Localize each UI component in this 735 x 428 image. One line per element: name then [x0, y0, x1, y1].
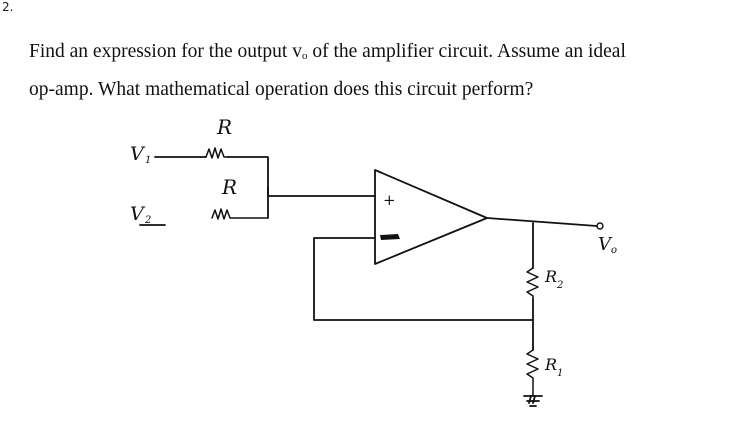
output-vo-subscript: o — [611, 245, 617, 256]
resistor-bottom-symbol — [211, 208, 269, 220]
output-wire — [486, 217, 598, 227]
resistor-r1-subscript: 1 — [557, 368, 563, 379]
vo-subscript: o — [301, 50, 308, 62]
resistor-r1-label: R — [544, 355, 557, 374]
feedback-loop-wire — [313, 237, 534, 321]
input-v1-label: V — [130, 143, 146, 165]
question-line-1: Find an expression for the output vo of … — [29, 35, 729, 73]
summing-node-wire — [267, 186, 376, 197]
op-amp-triangle — [374, 169, 488, 265]
resistor-top-label: R — [216, 115, 232, 139]
ground-icon — [523, 395, 543, 407]
output-terminal — [596, 222, 604, 230]
problem-number: 2. — [2, 0, 14, 14]
output-vo-label: V — [598, 234, 613, 255]
input-v1-subscript: 1 — [145, 155, 151, 166]
question-text: Find an expression for the output vo of … — [29, 35, 729, 106]
resistor-r2-subscript: 2 — [556, 280, 563, 291]
question-line-2: op-amp. What mathematical operation does… — [29, 79, 534, 100]
input-v2-subscript: 2 — [144, 215, 151, 226]
question-line-1-end: of the amplifier circuit. Assume an idea… — [307, 41, 626, 62]
resistor-r1-symbol — [526, 349, 539, 396]
resistor-r2-label: R — [544, 267, 557, 286]
op-amp-minus-mark — [380, 234, 400, 240]
input-v2-label: V — [130, 203, 146, 225]
resistor-r2-symbol — [526, 267, 539, 300]
op-amp-plus-sign: + — [383, 191, 396, 209]
question-line-1-start: Find an expression for the output v — [29, 41, 302, 62]
resistor-top-wire — [226, 156, 269, 219]
resistor-bottom-label: R — [221, 175, 237, 199]
resistor-top-symbol — [205, 147, 228, 159]
